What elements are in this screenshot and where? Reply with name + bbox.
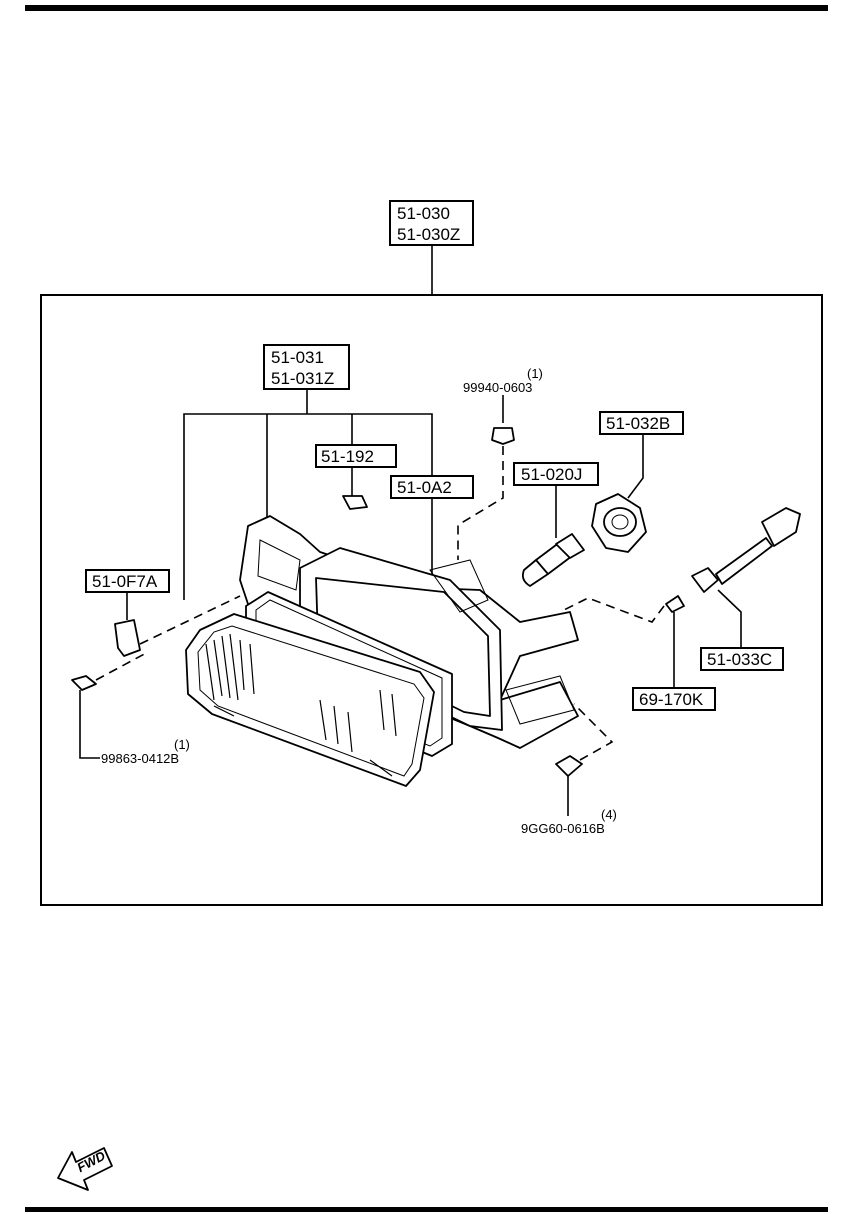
nut-part-number: 99940-0603 [463, 380, 532, 395]
screw-shape [71, 675, 97, 691]
callout-headlight-unit[interactable]: 51-031 51-031Z [183, 344, 433, 700]
screw-qty: (1) [174, 737, 190, 752]
part-51-0a2-label: 51-0A2 [397, 478, 452, 497]
socket-cover-shape [591, 493, 647, 553]
unit-part-number-1: 51-031 [271, 348, 324, 367]
callout-nut[interactable]: (1) 99940-0603 [457, 366, 543, 560]
part-51-020j-label: 51-020J [521, 465, 582, 484]
callout-69-170k[interactable]: 69-170K [559, 595, 716, 711]
lens-hatching [205, 633, 397, 777]
part-51-032b-label: 51-032B [606, 414, 670, 433]
unit-part-number-2: 51-031Z [271, 369, 334, 388]
socket-harness-shape [691, 507, 801, 593]
callout-51-0a2[interactable]: 51-0A2 [390, 475, 474, 499]
callout-51-192[interactable]: 51-192 [315, 444, 397, 510]
part-51-033c-label: 51-033C [707, 650, 772, 669]
callout-51-033c[interactable]: 51-033C [691, 507, 801, 671]
headlight-lens [185, 613, 435, 787]
part-69-170k-label: 69-170K [639, 690, 704, 709]
bottom-rule [25, 1207, 828, 1212]
bolt-qty: (4) [601, 807, 617, 822]
nut-qty: (1) [527, 366, 543, 381]
top-rule [25, 5, 828, 11]
part-51-192-label: 51-192 [321, 447, 374, 466]
bracket-51-0f7a-shape [114, 619, 141, 657]
callout-assembly[interactable]: 51-030 51-030Z [389, 200, 474, 295]
part-51-0f7a-label: 51-0F7A [92, 572, 158, 591]
nut-shape [491, 427, 515, 445]
assembly-part-number-2: 51-030Z [397, 225, 460, 244]
screw-part-number: 99863-0412B [101, 751, 179, 766]
clip-51-192-shape [342, 495, 368, 510]
fwd-arrow-icon: FWD [57, 1147, 113, 1191]
callout-51-0f7a[interactable]: 51-0F7A [85, 569, 241, 657]
clip-69-170k-shape [665, 595, 685, 613]
bulb-shape [521, 533, 585, 587]
headlight-housing [239, 515, 579, 749]
assembly-part-number-1: 51-030 [397, 204, 450, 223]
callout-51-032b[interactable]: 51-032B [591, 411, 684, 553]
callout-screw[interactable]: (1) 99863-0412B [71, 651, 190, 766]
callout-51-020j[interactable]: 51-020J [513, 462, 599, 587]
callout-bolt[interactable]: (4) 9GG60-0616B [521, 703, 617, 836]
bolt-shape [555, 755, 583, 777]
bolt-part-number: 9GG60-0616B [521, 821, 605, 836]
